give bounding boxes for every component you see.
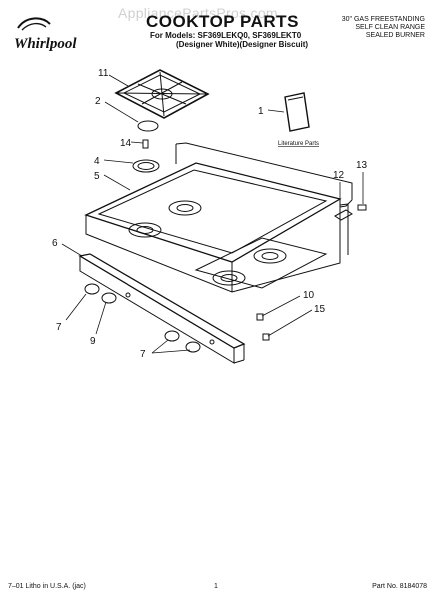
burner-orifice xyxy=(142,139,149,149)
cooktop-panel xyxy=(84,142,353,293)
cooktop-exploded-diagram: 11 2 1 14 4 5 13 12 6 10 15 7 9 7 Litera… xyxy=(52,68,368,364)
callout-6: 6 xyxy=(52,238,58,249)
burner-cap xyxy=(137,120,159,132)
callout-2: 2 xyxy=(95,96,101,107)
callout-5: 5 xyxy=(94,171,100,182)
burner-base xyxy=(132,159,160,173)
part-13 xyxy=(357,204,367,211)
callout-1: 1 xyxy=(258,106,264,117)
callout-13: 13 xyxy=(356,160,368,171)
footer-page-number: 1 xyxy=(214,583,218,590)
burner-grate xyxy=(114,69,210,119)
literature-parts xyxy=(284,92,310,132)
callout-15: 15 xyxy=(314,304,326,315)
leader-lines xyxy=(61,74,364,354)
page-title: COOKTOP PARTS xyxy=(146,12,299,31)
callout-7-bottom: 7 xyxy=(140,349,146,360)
screws xyxy=(256,313,270,341)
product-line-2: SELF CLEAN RANGE xyxy=(355,24,425,31)
product-line-1: 30" GAS FREESTANDING xyxy=(341,16,425,23)
callout-11: 11 xyxy=(98,68,109,79)
callout-10: 10 xyxy=(303,290,315,301)
callout-4: 4 xyxy=(94,156,100,167)
literature-parts-label: Literature Parts xyxy=(278,141,319,147)
part-12 xyxy=(334,209,353,221)
product-line-3: SEALED BURNER xyxy=(365,32,425,39)
callout-7-left: 7 xyxy=(56,322,62,333)
callout-9: 9 xyxy=(90,336,96,347)
callout-12: 12 xyxy=(333,170,345,181)
control-panel xyxy=(78,253,246,364)
footer-litho: 7–01 Litho in U.S.A. (jac) xyxy=(8,583,86,590)
watermark-text: AppliancePartsPros.com xyxy=(118,5,278,21)
brand-name: Whirlpool xyxy=(14,36,77,52)
footer-part-number: Part No. 8184078 xyxy=(372,583,427,590)
models-line: For Models: SF369LEKQ0, SF369LEKT0 xyxy=(150,31,302,40)
callout-14: 14 xyxy=(120,138,132,149)
control-knobs xyxy=(84,283,215,353)
variants-line: (Designer White)(Designer Biscuit) xyxy=(176,40,309,49)
whirlpool-logo: Whirlpool xyxy=(14,17,77,52)
